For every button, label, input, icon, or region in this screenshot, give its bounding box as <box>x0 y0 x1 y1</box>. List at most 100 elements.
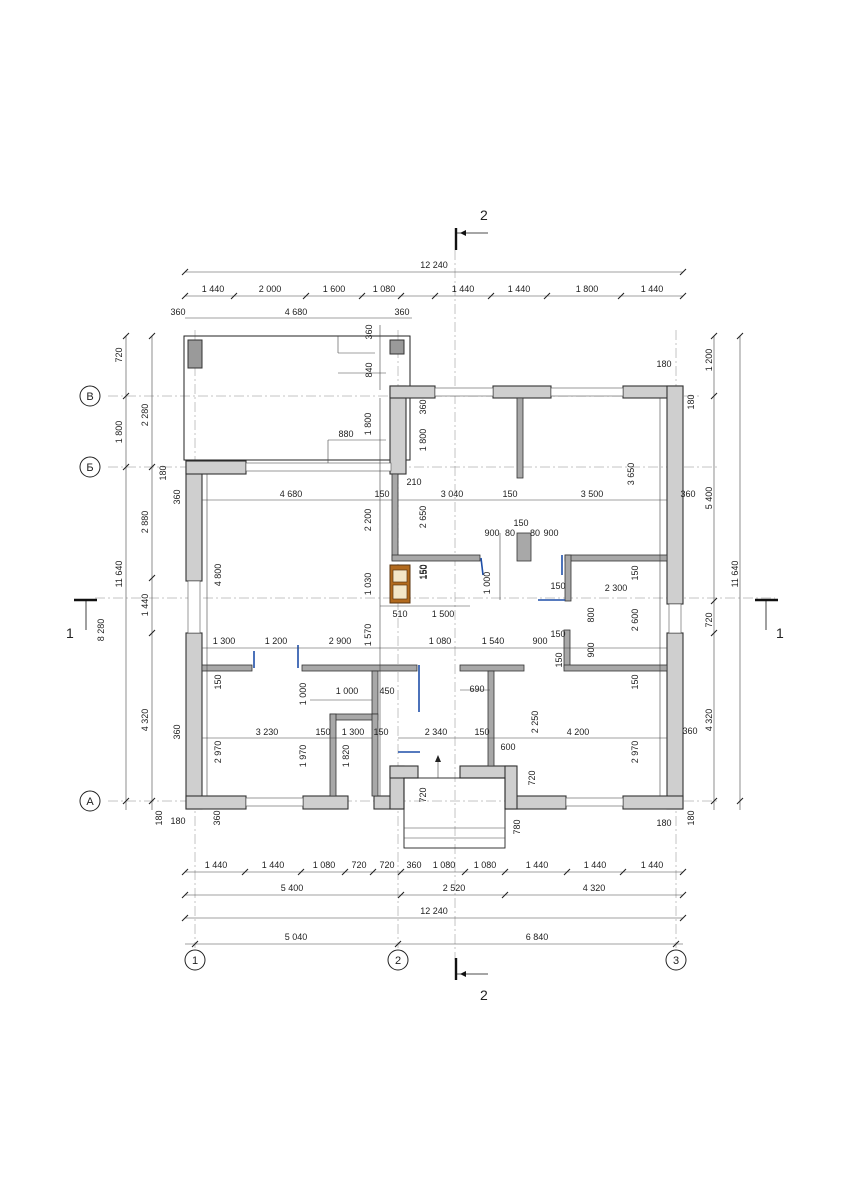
dim-int-7: 4 680 <box>280 489 303 499</box>
dim-int-14: 900 <box>484 528 499 538</box>
dim-bottom-2: 1 440 <box>262 860 285 870</box>
dim-int-33: 2 900 <box>329 636 352 646</box>
dim-left-inner-4: 4 320 <box>140 709 150 732</box>
dim-int-57: 2 970 <box>630 741 640 764</box>
dim-bottom-7: 1 080 <box>433 860 456 870</box>
dim-int-58: 720 <box>527 770 537 785</box>
dim-bottom-8: 1 080 <box>474 860 497 870</box>
dim-int-38: 900 <box>586 642 596 657</box>
dim-int-46: 150 <box>315 727 330 737</box>
dim-porch-3: 360 <box>394 307 409 317</box>
dim-bottom-4: 720 <box>351 860 366 870</box>
dim-top-total: 12 240 <box>420 260 448 270</box>
dim-int-37: 150 <box>550 629 565 639</box>
dim-bottom2-2: 2 520 <box>443 883 466 893</box>
axis-label-a: А <box>86 796 94 808</box>
dim-top-3: 1 600 <box>323 284 346 294</box>
dim-right-3: 11 640 <box>730 561 740 588</box>
dim-porch-1: 360 <box>170 307 185 317</box>
axis-label-2: 2 <box>395 955 401 967</box>
dimension-labels: 12 240 1 440 2 000 1 600 1 080 1 440 1 4… <box>96 260 740 942</box>
dim-bottom-10: 1 440 <box>584 860 607 870</box>
dim-right-small-5: 360 <box>680 489 695 499</box>
dim-int-21: 150 <box>418 564 428 579</box>
dim-left-small-5: 180 <box>170 816 185 826</box>
dim-bottom-3: 1 080 <box>313 860 336 870</box>
dim-int-27: 1 570 <box>363 624 373 647</box>
dim-bottom-1: 1 440 <box>205 860 228 870</box>
dim-top-6: 1 440 <box>508 284 531 294</box>
dim-right-5: 4 320 <box>704 709 714 732</box>
dim-int-9: 150 <box>502 489 517 499</box>
section-2-bottom-label: 2 <box>480 987 488 1003</box>
dim-int-12: 2 200 <box>363 509 373 532</box>
dim-top-4: 1 080 <box>373 284 396 294</box>
dim-left-4: 8 280 <box>96 619 106 642</box>
dim-left-small-6: 360 <box>212 810 222 825</box>
axis-label-v: В <box>86 391 93 403</box>
dimension-ticks <box>122 268 744 948</box>
dim-right-small-1: 180 <box>656 359 671 369</box>
dim-int-29: 2 600 <box>630 609 640 632</box>
dim-int-23: 150 <box>550 581 565 591</box>
dim-bottom2-1: 5 400 <box>281 883 304 893</box>
dim-left-small-4: 180 <box>154 810 164 825</box>
dim-int-42: 1 000 <box>336 686 359 696</box>
dim-int-18: 900 <box>543 528 558 538</box>
dim-right-small-6: 360 <box>682 726 697 736</box>
terrace-outline <box>183 335 411 466</box>
dim-right-4: 720 <box>704 612 714 627</box>
dim-int-53: 2 970 <box>213 741 223 764</box>
dim-int-45: 3 230 <box>256 727 279 737</box>
dim-int-62: 150 <box>554 652 564 667</box>
dim-left-2: 1 800 <box>114 421 124 444</box>
dim-top-1: 1 440 <box>202 284 225 294</box>
dim-int-49: 2 340 <box>425 727 448 737</box>
dim-left-3: 11 640 <box>114 561 124 588</box>
dim-int-44: 690 <box>469 684 484 694</box>
dim-int-22: 1 000 <box>482 572 492 595</box>
dim-axis-2-3: 6 840 <box>526 932 549 942</box>
stove <box>389 564 411 604</box>
dim-int-11: 3 650 <box>626 463 636 486</box>
dim-porch-2: 4 680 <box>285 307 308 317</box>
dim-int-50: 150 <box>474 727 489 737</box>
dim-int-2: 1 800 <box>363 413 373 436</box>
dim-left-small-2: 360 <box>172 489 182 504</box>
axis-label-b: Б <box>86 462 93 474</box>
dim-right-2: 5 400 <box>704 487 714 510</box>
dim-bottom2-3: 4 320 <box>583 883 606 893</box>
dim-left-small-1: 180 <box>158 465 168 480</box>
dim-bottom-total: 12 240 <box>420 906 448 916</box>
dim-int-3: 1 800 <box>418 429 428 452</box>
dim-int-24: 2 300 <box>605 583 628 593</box>
dim-int-16: 150 <box>513 518 528 528</box>
dim-int-19: 4 800 <box>213 564 223 587</box>
dim-int-5: 210 <box>406 477 421 487</box>
entrance-steps <box>403 755 506 849</box>
dim-int-13: 2 650 <box>418 506 428 529</box>
dim-right-small-4: 180 <box>686 810 696 825</box>
dim-int-47: 1 300 <box>342 727 365 737</box>
dim-top-8: 1 440 <box>641 284 664 294</box>
windows <box>187 387 682 807</box>
dim-int-52: 4 200 <box>567 727 590 737</box>
dim-right-small-2: 180 <box>686 394 696 409</box>
section-marks: 2 2 1 1 <box>66 207 784 1003</box>
dim-porch-5: 840 <box>364 362 374 377</box>
dim-int-55: 1 820 <box>341 745 351 768</box>
section-2-top-label: 2 <box>480 207 488 223</box>
dim-int-8: 3 040 <box>441 489 464 499</box>
dim-int-48: 150 <box>373 727 388 737</box>
dim-int-35: 1 540 <box>482 636 505 646</box>
dim-right-1: 1 200 <box>704 349 714 372</box>
dim-left-1: 720 <box>114 347 124 362</box>
dim-int-61: 150 <box>419 564 429 579</box>
dim-int-25: 510 <box>392 609 407 619</box>
dim-int-40: 150 <box>630 674 640 689</box>
dim-int-54: 1 970 <box>298 745 308 768</box>
dim-int-41: 1 000 <box>298 683 308 706</box>
dim-left-inner-3: 1 440 <box>140 594 150 617</box>
dim-int-31: 1 300 <box>213 636 236 646</box>
dim-bottom-5: 720 <box>379 860 394 870</box>
